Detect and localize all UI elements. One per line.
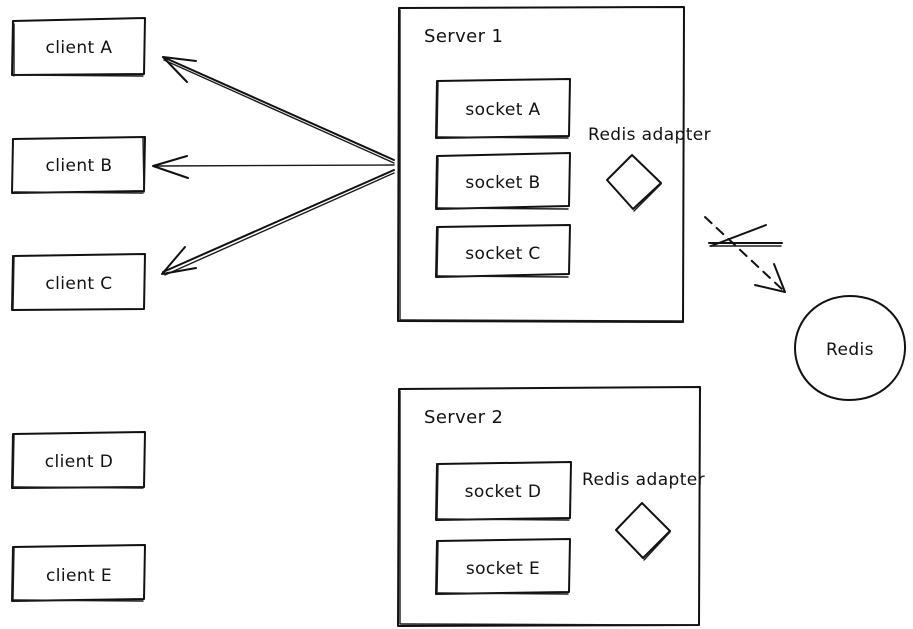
server-1-adapter-label: Redis adapter: [588, 125, 711, 145]
client-e-box[interactable]: [11, 544, 146, 602]
client-a-box[interactable]: [11, 17, 146, 76]
socket-b-box[interactable]: [435, 152, 571, 210]
client-a-box-shadow: [13, 23, 144, 77]
client-a-node[interactable]: client A: [11, 17, 146, 77]
socket-e-box-shadow: [436, 541, 569, 595]
server-1-adapter-diamond[interactable]: [606, 154, 662, 210]
client-e-label: client E: [46, 566, 112, 586]
client-c-box-shadow: [12, 256, 15, 310]
socket-e-box[interactable]: [435, 538, 571, 595]
server-1-node[interactable]: Server 1 socket A socket B socket C Redi…: [397, 6, 711, 323]
client-c-node[interactable]: client C: [11, 253, 146, 311]
client-b-box-shadow: [13, 137, 145, 194]
socket-a-box[interactable]: [435, 78, 571, 139]
client-d-box[interactable]: [11, 431, 146, 489]
arrow-c-head: [161, 246, 197, 275]
socket-c-box[interactable]: [435, 224, 571, 278]
client-b-label: client B: [46, 156, 113, 176]
client-b-node[interactable]: client B: [11, 136, 146, 194]
arrow-b-line: [154, 164, 395, 167]
client-e-box-shadow: [12, 547, 144, 602]
arrow-server1-client-c: [161, 169, 395, 276]
server-1-title: Server 1: [424, 26, 503, 47]
redis-arrow-head: [754, 263, 786, 293]
arrow-c-line: [162, 169, 395, 273]
redis-label: Redis: [826, 340, 874, 360]
socket-a-label: socket A: [465, 100, 540, 120]
arrow-server1-redis-broken: [704, 216, 786, 293]
server-1-adapter-diamond-shadow: [633, 183, 662, 212]
socket-a-node[interactable]: socket A: [435, 78, 571, 139]
socket-b-box-shadow: [436, 157, 569, 210]
arrow-a-line: [162, 56, 395, 161]
socket-d-label: socket D: [465, 482, 542, 502]
client-c-box[interactable]: [11, 253, 146, 311]
redis-arrow-dashed-line: [704, 216, 786, 293]
socket-a-box-shadow: [436, 81, 569, 139]
server-2-adapter-diamond[interactable]: [615, 502, 671, 559]
client-d-node[interactable]: client D: [11, 431, 146, 489]
arrow-a-head: [162, 56, 197, 83]
client-a-label: client A: [46, 38, 113, 58]
socket-c-label: socket C: [465, 244, 540, 264]
socket-e-label: socket E: [466, 559, 540, 579]
socket-d-box[interactable]: [435, 461, 572, 521]
arrow-c-line-2: [164, 172, 395, 276]
arrow-a-line-2: [163, 59, 395, 164]
server-2-adapter-diamond-shadow: [643, 531, 671, 561]
arrow-b-head: [152, 155, 189, 179]
client-d-box-shadow: [12, 434, 144, 489]
client-e-node[interactable]: client E: [11, 544, 146, 602]
server-2-box-shadow: [399, 390, 699, 626]
socket-d-node[interactable]: socket D: [435, 461, 572, 521]
redis-circle[interactable]: [794, 295, 907, 401]
client-c-label: client C: [45, 274, 112, 294]
socket-e-node[interactable]: socket E: [435, 538, 571, 595]
socket-c-node[interactable]: socket C: [435, 224, 571, 278]
server-1-box-shadow: [399, 9, 684, 322]
arrow-server1-client-a: [162, 56, 395, 164]
socket-d-box-shadow: [436, 464, 570, 521]
socket-b-node[interactable]: socket B: [435, 152, 571, 210]
server-2-title: Server 2: [424, 407, 503, 428]
socket-c-box-shadow: [436, 227, 569, 278]
socket-b-label: socket B: [465, 173, 540, 193]
client-d-label: client D: [45, 452, 113, 472]
redis-node[interactable]: Redis: [794, 295, 907, 401]
arrow-server1-client-b: [152, 155, 395, 179]
server-2-node[interactable]: Server 2 socket D socket E Redis adapter: [397, 386, 705, 627]
server-2-adapter-label: Redis adapter: [582, 470, 705, 490]
